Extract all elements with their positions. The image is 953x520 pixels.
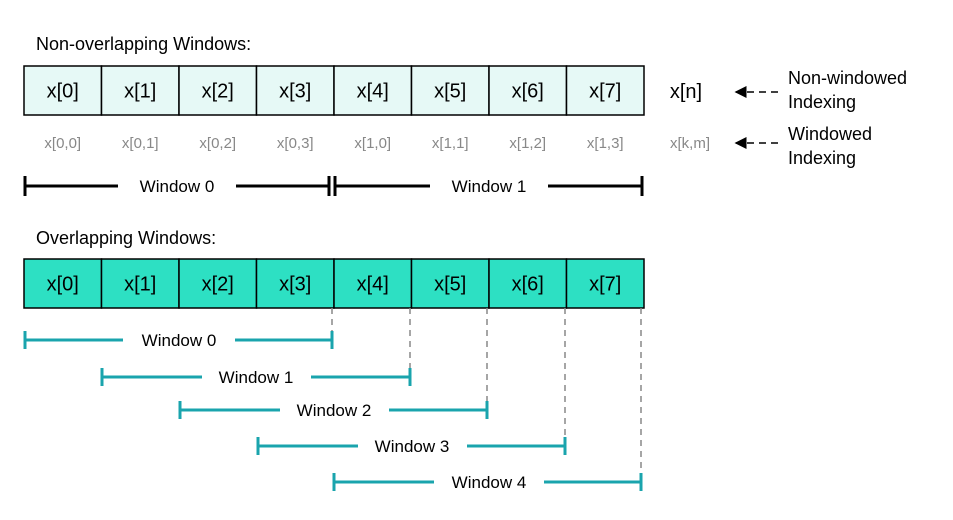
overlapping-cell: x[1] [100,258,180,309]
cell-box [100,65,180,116]
non-overlapping-cell: x[0] [23,65,103,116]
overlapping-window-4: Window 4 [332,473,643,492]
overlapping-cell: x[3] [255,258,335,309]
overlapping-cell: x[7] [565,258,645,309]
windowed-index-label: x[1,2] [509,135,546,152]
non-overlapping-window-1: Window 1 [333,176,644,196]
cell-label: x[2] [202,274,234,296]
general-index-label: x[n] [670,81,702,103]
cell-box [565,258,645,309]
overlapping-cell: x[2] [178,258,258,309]
cell-box [333,65,413,116]
cell-box [488,65,568,116]
cell-box [178,65,258,116]
cell-label: x[1] [124,81,156,103]
windowed-index-label: x[1,0] [354,135,391,152]
overlap-window-0-label: Window 0 [142,331,217,350]
window-1-label: Window 1 [452,177,527,196]
cell-box [100,258,180,309]
non-overlapping-window-0: Window 0 [23,176,331,196]
windowed-index-label: x[0,2] [199,135,236,152]
windowed-note: Windowed Indexing [734,124,872,168]
cell-label: x[1] [124,274,156,296]
cell-box [488,258,568,309]
cell-box [23,65,103,116]
overlapping-window-0: Window 0 [23,331,334,350]
overlapping-cell: x[5] [410,258,490,309]
nonwindowed-note: Non-windowed Indexing [734,68,907,112]
cell-label: x[3] [279,81,311,103]
cell-label: x[5] [434,274,466,296]
windowed-index-label: x[0,0] [44,135,81,152]
windowed-index-label: x[0,1] [122,135,159,152]
non-overlapping-cell: x[7] [565,65,645,116]
cell-label: x[6] [512,274,544,296]
overlap-window-1-label: Window 1 [219,368,294,387]
overlap-window-2-label: Window 2 [297,401,372,420]
non-overlapping-cell: x[4] [333,65,413,116]
overlapping-window-1: Window 1 [100,368,412,387]
overlapping-window-2: Window 2 [178,401,489,420]
overlapping-windows: Window 0 Window 1 Window 2 Window 3 [23,331,643,492]
cell-box [565,65,645,116]
overlapping-array: x[0] x[1] x[2] x[3] x[4] x[5] x[6] x[7] [23,258,645,309]
overlapping-cell: x[6] [488,258,568,309]
note-windowed-line1: Windowed [788,124,872,144]
note-nonwindowed-line2: Indexing [788,92,856,112]
overlapping-window-3: Window 3 [256,437,567,456]
non-overlapping-cell: x[1] [100,65,180,116]
overlap-window-3-label: Window 3 [375,437,450,456]
cell-label: x[4] [357,81,389,103]
windowed-index-label: x[1,1] [432,135,469,152]
cell-label: x[0] [47,81,79,103]
cell-label: x[0] [47,274,79,296]
overlapping-cell: x[4] [333,258,413,309]
non-overlapping-array: x[0] x[1] x[2] x[3] x[4] x[5] x[6] x[7] [23,65,645,116]
cell-box [410,258,490,309]
cell-box [178,258,258,309]
note-nonwindowed-line1: Non-windowed [788,68,907,88]
note-windowed-line2: Indexing [788,148,856,168]
cell-label: x[7] [589,81,621,103]
overlapping-title: Overlapping Windows: [36,228,216,248]
cell-box [255,258,335,309]
cell-label: x[5] [434,81,466,103]
cell-label: x[7] [589,274,621,296]
general-windowed-label: x[k,m] [670,135,710,152]
non-overlapping-title: Non-overlapping Windows: [36,34,251,54]
cell-label: x[4] [357,274,389,296]
cell-box [410,65,490,116]
windowed-index-label: x[1,3] [587,135,624,152]
non-overlapping-cell: x[6] [488,65,568,116]
cell-label: x[2] [202,81,234,103]
cell-label: x[3] [279,274,311,296]
drop-lines [331,308,642,482]
overlapping-cell: x[0] [23,258,103,309]
non-overlapping-cell: x[5] [410,65,490,116]
non-overlapping-cell: x[2] [178,65,258,116]
cell-label: x[6] [512,81,544,103]
windowed-index-label: x[0,3] [277,135,314,152]
overlap-window-4-label: Window 4 [452,473,527,492]
window-0-label: Window 0 [140,177,215,196]
non-overlapping-cell: x[3] [255,65,335,116]
windowed-index-labels: x[0,0] x[0,1] x[0,2] x[0,3] x[1,0] x[1,1] x[1,… [44,135,623,152]
